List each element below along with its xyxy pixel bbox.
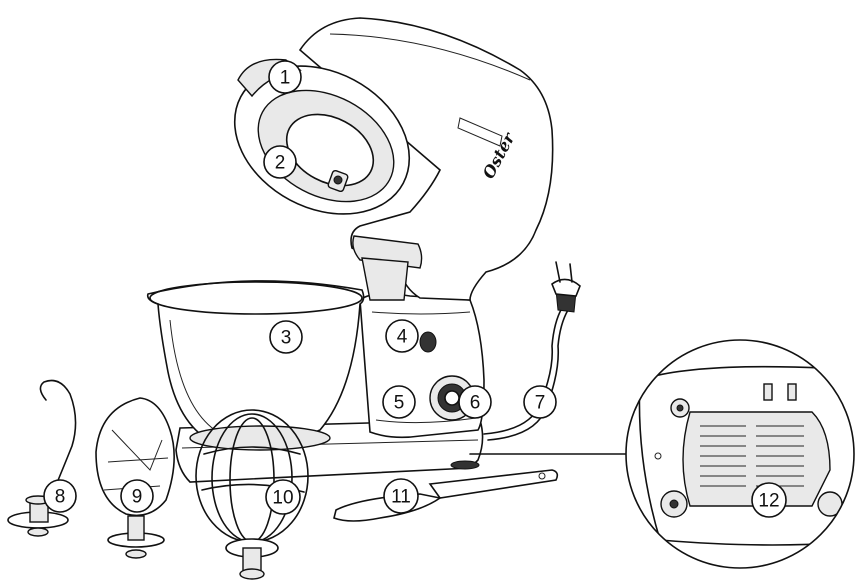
underside-detail-inset — [470, 330, 863, 580]
tilt-release-button — [420, 332, 436, 352]
callout-number: 5 — [394, 393, 405, 414]
flat-beater — [96, 398, 174, 558]
callout-number: 11 — [391, 487, 411, 508]
callout-3: 3 — [270, 321, 302, 353]
callout-number: 8 — [55, 487, 66, 508]
callout-2: 2 — [264, 146, 296, 178]
callout-number: 6 — [470, 393, 481, 414]
callout-number: 4 — [397, 327, 408, 348]
callout-6: 6 — [459, 386, 491, 418]
spatula — [334, 470, 557, 521]
callout-5: 5 — [383, 386, 415, 418]
dough-hook — [8, 381, 76, 537]
callout-8: 8 — [44, 480, 76, 512]
callout-number: 7 — [535, 393, 546, 414]
callout-number: 1 — [280, 68, 291, 89]
callout-12: 12 — [752, 483, 786, 517]
callout-9: 9 — [121, 480, 153, 512]
callout-10: 10 — [266, 480, 300, 514]
callout-number: 9 — [132, 487, 143, 508]
callout-1: 1 — [269, 61, 301, 93]
callout-number: 3 — [281, 328, 292, 349]
callout-number: 2 — [275, 153, 286, 174]
callout-number: 10 — [272, 488, 293, 509]
callout-number: 12 — [758, 491, 779, 512]
callout-11: 11 — [384, 479, 418, 513]
callout-7: 7 — [524, 386, 556, 418]
callout-4: 4 — [386, 320, 418, 352]
